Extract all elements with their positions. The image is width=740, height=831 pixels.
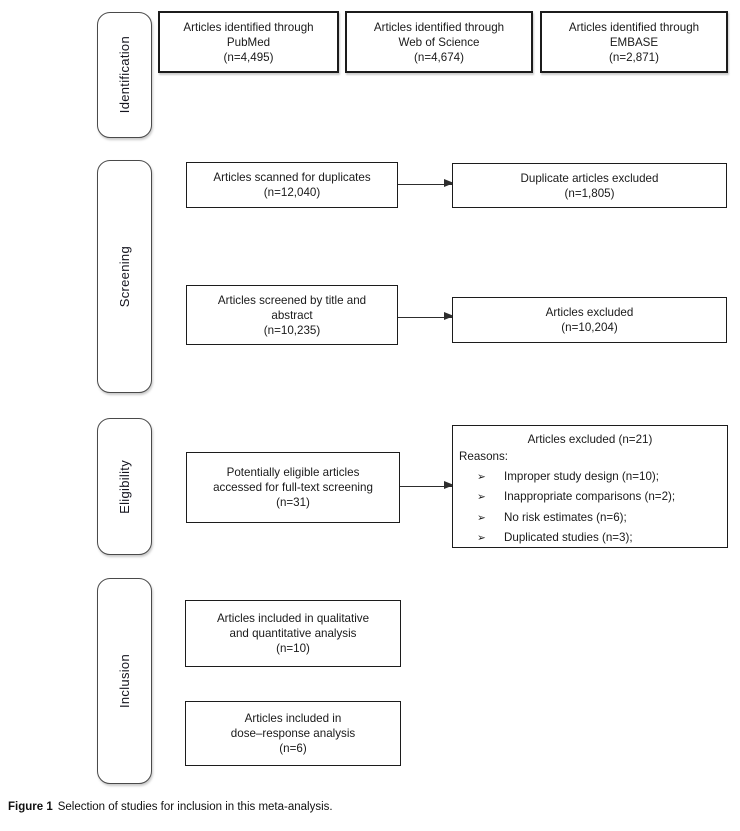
box-duplicates-excluded: Duplicate articles excluded (n=1,805) — [452, 163, 727, 208]
box-line: accessed for full-text screening — [213, 481, 373, 494]
box-line: Articles screened by title and — [217, 293, 367, 307]
reason-item: ➢ Inappropriate comparisons (n=2); — [459, 489, 721, 505]
stage-screening: Screening — [97, 160, 152, 393]
box-identified-embase: Articles identified through EMBASE (n=2,… — [540, 11, 728, 73]
stage-eligibility-label: Eligibility — [117, 459, 132, 514]
reason-text: Duplicated studies (n=3); — [504, 531, 633, 544]
reason-item: ➢ No risk estimates (n=6); — [459, 510, 721, 526]
box-line: dose–response analysis — [230, 727, 356, 740]
box-fulltext-excluded: Articles excluded (n=21) Reasons: ➢ Impr… — [452, 425, 728, 548]
arrowhead-bullet-icon: ➢ — [477, 491, 486, 503]
box-scanned-duplicates: Articles scanned for duplicates (n=12,04… — [186, 162, 398, 208]
box-line: Articles included in qualitative — [216, 612, 370, 625]
stage-eligibility: Eligibility — [97, 418, 152, 555]
box-screened-title-abstract: Articles screened by title and abstract … — [186, 285, 398, 345]
box-line: (n=1,805) — [564, 186, 615, 200]
box-line: Duplicate articles excluded — [520, 171, 659, 185]
box-line: Articles identified through — [373, 20, 505, 34]
arrow-screened-to-excluded — [398, 312, 454, 321]
box-line: Web of Science — [398, 35, 480, 49]
box-included-dose-response: Articles included in dose–response analy… — [185, 701, 401, 766]
arrowhead-bullet-icon: ➢ — [477, 532, 486, 544]
stage-screening-label: Screening — [117, 245, 132, 308]
box-line: PubMed — [226, 35, 271, 49]
box-fulltext-eligible: Potentially eligible articles accessed f… — [186, 452, 400, 523]
box-identified-pubmed: Articles identified through PubMed (n=4,… — [158, 11, 339, 73]
box-line: (n=4,495) — [223, 50, 274, 64]
box-line: (n=10,204) — [561, 321, 618, 334]
stage-identification: Identification — [97, 12, 152, 138]
fulltext-excluded-title: Articles excluded (n=21) — [527, 433, 653, 446]
figure-caption-label: Figure 1 — [8, 801, 53, 813]
reason-text: Improper study design (n=10); — [504, 469, 659, 483]
reason-text: No risk estimates (n=6); — [504, 510, 627, 524]
reason-text: Inappropriate comparisons (n=2); — [504, 490, 676, 503]
stage-identification-label: Identification — [117, 36, 132, 114]
arrowhead-bullet-icon: ➢ — [477, 511, 486, 524]
arrow-eligible-to-fulltext-excluded — [400, 481, 454, 490]
box-line: Articles scanned for duplicates — [213, 171, 371, 184]
reason-item: ➢ Improper study design (n=10); — [459, 469, 721, 485]
arrow-scanned-to-duplicates-excluded — [398, 179, 454, 188]
box-line: (n=6) — [279, 742, 307, 755]
box-line: (n=12,040) — [263, 186, 321, 199]
reasons-label: Reasons: — [459, 450, 508, 463]
box-line: (n=10) — [276, 642, 310, 655]
figure-caption-text: Selection of studies for inclusion in th… — [57, 801, 333, 813]
box-line: EMBASE — [609, 35, 659, 49]
stage-inclusion: Inclusion — [97, 578, 152, 784]
reason-item: ➢ Duplicated studies (n=3); — [459, 530, 721, 546]
box-line: Articles included in — [244, 712, 342, 725]
box-line: Articles identified through — [183, 20, 314, 34]
box-included-qualitative-quantitative: Articles included in qualitative and qua… — [185, 600, 401, 667]
box-line: and quantitative analysis — [229, 627, 357, 640]
box-line: Potentially eligible articles — [226, 466, 360, 479]
arrowhead-bullet-icon: ➢ — [477, 470, 486, 483]
box-articles-excluded-screening: Articles excluded (n=10,204) — [452, 297, 727, 343]
box-line: (n=2,871) — [609, 50, 659, 64]
box-identified-web-of-science: Articles identified through Web of Scien… — [345, 11, 533, 73]
box-line: abstract — [271, 308, 313, 322]
box-line: Articles excluded — [545, 306, 634, 319]
stage-inclusion-label: Inclusion — [117, 653, 132, 708]
box-line: (n=31) — [276, 496, 310, 509]
box-line: (n=10,235) — [263, 323, 321, 337]
figure-caption: Figure 1 Selection of studies for inclusi… — [8, 801, 333, 813]
box-line: Articles identified through — [568, 20, 700, 34]
box-line: (n=4,674) — [414, 50, 464, 64]
